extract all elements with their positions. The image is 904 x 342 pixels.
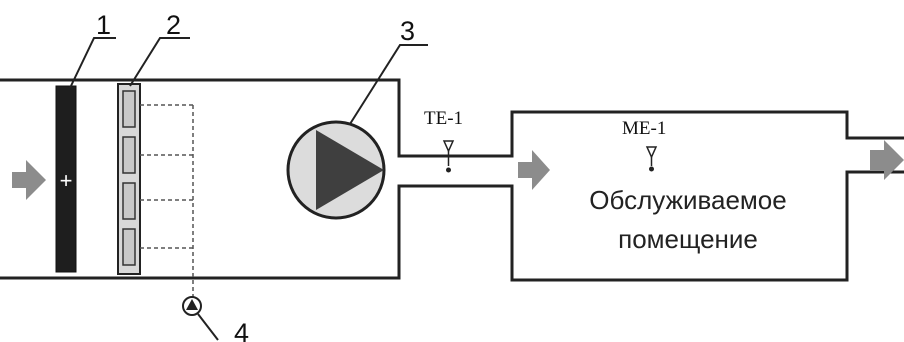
sensor-me1-label: ME-1 xyxy=(622,118,666,139)
callout-4-label: 4 xyxy=(234,318,249,342)
room-supply-arrow xyxy=(518,150,550,190)
exhaust-air-arrow xyxy=(870,140,904,180)
humidity-sensor-icon xyxy=(645,146,658,172)
callout-4-leader xyxy=(197,313,219,341)
callout-3-label: 3 xyxy=(400,16,415,46)
callout-1-leader xyxy=(69,37,116,89)
heater: + xyxy=(55,85,77,273)
temperature-sensor-icon xyxy=(442,140,455,173)
sensor-te1-label: TE-1 xyxy=(424,108,463,129)
callout-2-leader xyxy=(129,37,190,87)
cooler-coil xyxy=(117,83,141,275)
coil-water-piping xyxy=(140,104,194,297)
room-label-line2: помещение xyxy=(618,224,758,254)
circulation-pump xyxy=(182,296,202,316)
callout-2-label: 2 xyxy=(166,10,181,40)
air-handling-unit xyxy=(0,78,904,282)
callout-3-leader xyxy=(349,44,428,125)
supply-fan xyxy=(286,120,386,220)
heater-plus-symbol: + xyxy=(60,168,73,193)
inlet-air-arrow xyxy=(12,160,46,200)
callout-1-label: 1 xyxy=(96,10,111,40)
room-label-line1: Обслуживаемое xyxy=(589,185,786,215)
